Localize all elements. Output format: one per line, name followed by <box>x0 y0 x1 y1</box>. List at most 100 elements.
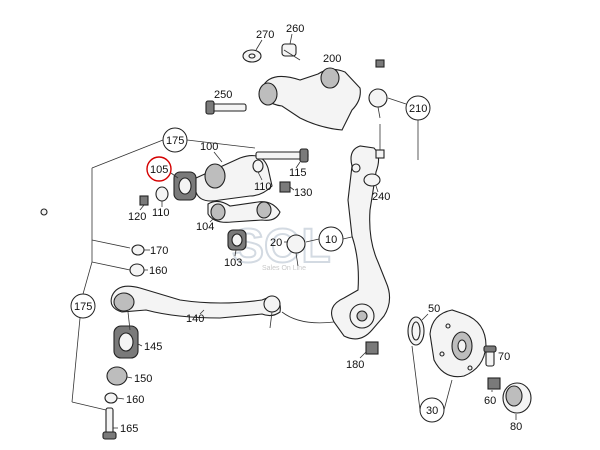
link-104-bushing-b <box>256 201 272 219</box>
lead-50 <box>421 313 429 321</box>
callout-175-bottom: 175 <box>74 301 92 313</box>
callout-210: 210 <box>409 103 427 115</box>
knuckle-callouts: 240 180 <box>346 185 390 371</box>
lead-100 <box>213 151 223 163</box>
callout-30: 30 <box>426 405 438 417</box>
callout-100: 100 <box>200 141 218 153</box>
lead-130 <box>289 186 295 191</box>
hub-stud-hole-b <box>439 351 445 357</box>
bolt-70-head <box>483 345 497 353</box>
upper-arm-bushing-front <box>258 82 278 106</box>
nut-60 <box>487 377 501 390</box>
lead-160-bottom <box>116 397 125 400</box>
bolt-115-head <box>299 148 309 163</box>
lead-200 <box>283 49 301 61</box>
callout-175-top: 175 <box>166 135 184 147</box>
callout-80: 80 <box>510 421 522 433</box>
rear-lower-arm <box>110 285 281 319</box>
lead-103 <box>234 249 237 257</box>
washer-270-hole <box>248 53 256 59</box>
lead-260 <box>289 33 293 45</box>
lead-arm-to-knuckle <box>281 311 335 324</box>
washer-160-bottom <box>104 392 118 404</box>
ring-105-highlight <box>146 156 172 182</box>
callout-103: 103 <box>224 257 242 269</box>
callout-110-right: 110 <box>254 181 272 193</box>
lead-104 <box>209 217 215 223</box>
bolt-250-head <box>205 100 215 115</box>
small-washer <box>40 208 48 216</box>
lead-145 <box>137 343 143 347</box>
lead-180 <box>359 351 367 359</box>
lead-210 <box>387 97 407 105</box>
callout-240: 240 <box>372 191 390 203</box>
rear-arm-stud <box>269 311 273 329</box>
upper-callouts: 270 260 200 250 210 <box>214 23 431 160</box>
knuckle-hub-center <box>356 310 368 322</box>
front-arm-callouts: 175 100 105 115 110 110 120 130 104 103 … <box>91 127 357 269</box>
upper-arm-bushing-rear <box>320 67 340 89</box>
callout-180: 180 <box>346 359 364 371</box>
lead-175-top <box>186 139 256 149</box>
seal-ring-50-inner <box>411 321 421 341</box>
rear-arm-callouts: 170 160 175 140 145 150 160 165 <box>70 168 205 435</box>
washer-160-top <box>129 263 145 277</box>
small-bolt-knuckle <box>375 149 385 159</box>
callout-165: 165 <box>120 423 138 435</box>
lead-30-right <box>443 379 453 411</box>
bushing-to-arm <box>127 311 131 331</box>
upper-ball-joint <box>368 88 388 108</box>
steering-knuckle <box>331 124 391 355</box>
callout-150: 150 <box>134 373 152 385</box>
grease-cap-80-inner <box>505 385 523 407</box>
lead-175-to-160 <box>91 261 131 271</box>
lead-140 <box>199 309 205 315</box>
lead-175-left <box>91 139 164 169</box>
rear-lower-arm-group <box>102 244 281 440</box>
bushing-105-core <box>178 177 192 195</box>
nut-top <box>375 59 385 68</box>
front-lower-arm-group <box>40 148 309 267</box>
lead-120 <box>139 204 145 211</box>
callout-270: 270 <box>256 29 274 41</box>
link-104-bushing-a <box>210 203 226 221</box>
bushing-103-core <box>231 233 243 247</box>
knuckle-top-eye <box>351 163 361 173</box>
callout-120: 120 <box>128 211 146 223</box>
callout-104: 104 <box>196 221 214 233</box>
hub-stud-hole-a <box>445 323 451 329</box>
hub-stud-hole-c <box>467 365 473 371</box>
lead-175-to-bolt <box>71 401 107 411</box>
nut-120 <box>139 195 149 206</box>
nut-180 <box>365 341 379 355</box>
lead-115 <box>295 161 301 169</box>
lead-10-left <box>305 238 320 243</box>
nut-240 <box>363 173 381 187</box>
rear-arm-ball-joint <box>263 295 281 313</box>
bolt-250 <box>209 103 247 112</box>
washer-110-left <box>155 186 169 202</box>
lead-175-down <box>71 317 81 403</box>
callout-160-top: 160 <box>149 265 167 277</box>
bushing-260 <box>281 43 297 57</box>
lead-175-up <box>82 261 93 295</box>
callout-170: 170 <box>150 245 168 257</box>
lead-175-to-170 <box>91 239 131 249</box>
hub-center-bore <box>457 339 467 353</box>
callout-260: 260 <box>286 23 304 35</box>
ball-joint-20 <box>286 234 306 254</box>
callout-105: 105 <box>150 164 168 176</box>
lead-30-left <box>411 345 421 411</box>
lead-240 <box>375 185 379 193</box>
wheel-hub-group <box>407 309 532 414</box>
upper-control-arm-group <box>205 43 388 131</box>
lead-150 <box>126 376 133 379</box>
bolt-165-head <box>102 431 117 440</box>
callout-20: 20 <box>270 237 282 249</box>
hub-callouts: 50 70 60 30 80 <box>411 303 522 433</box>
callout-130: 130 <box>294 187 312 199</box>
upper-control-arm <box>261 68 361 131</box>
watermark-logo: SOL <box>232 220 331 273</box>
callout-70: 70 <box>498 351 510 363</box>
